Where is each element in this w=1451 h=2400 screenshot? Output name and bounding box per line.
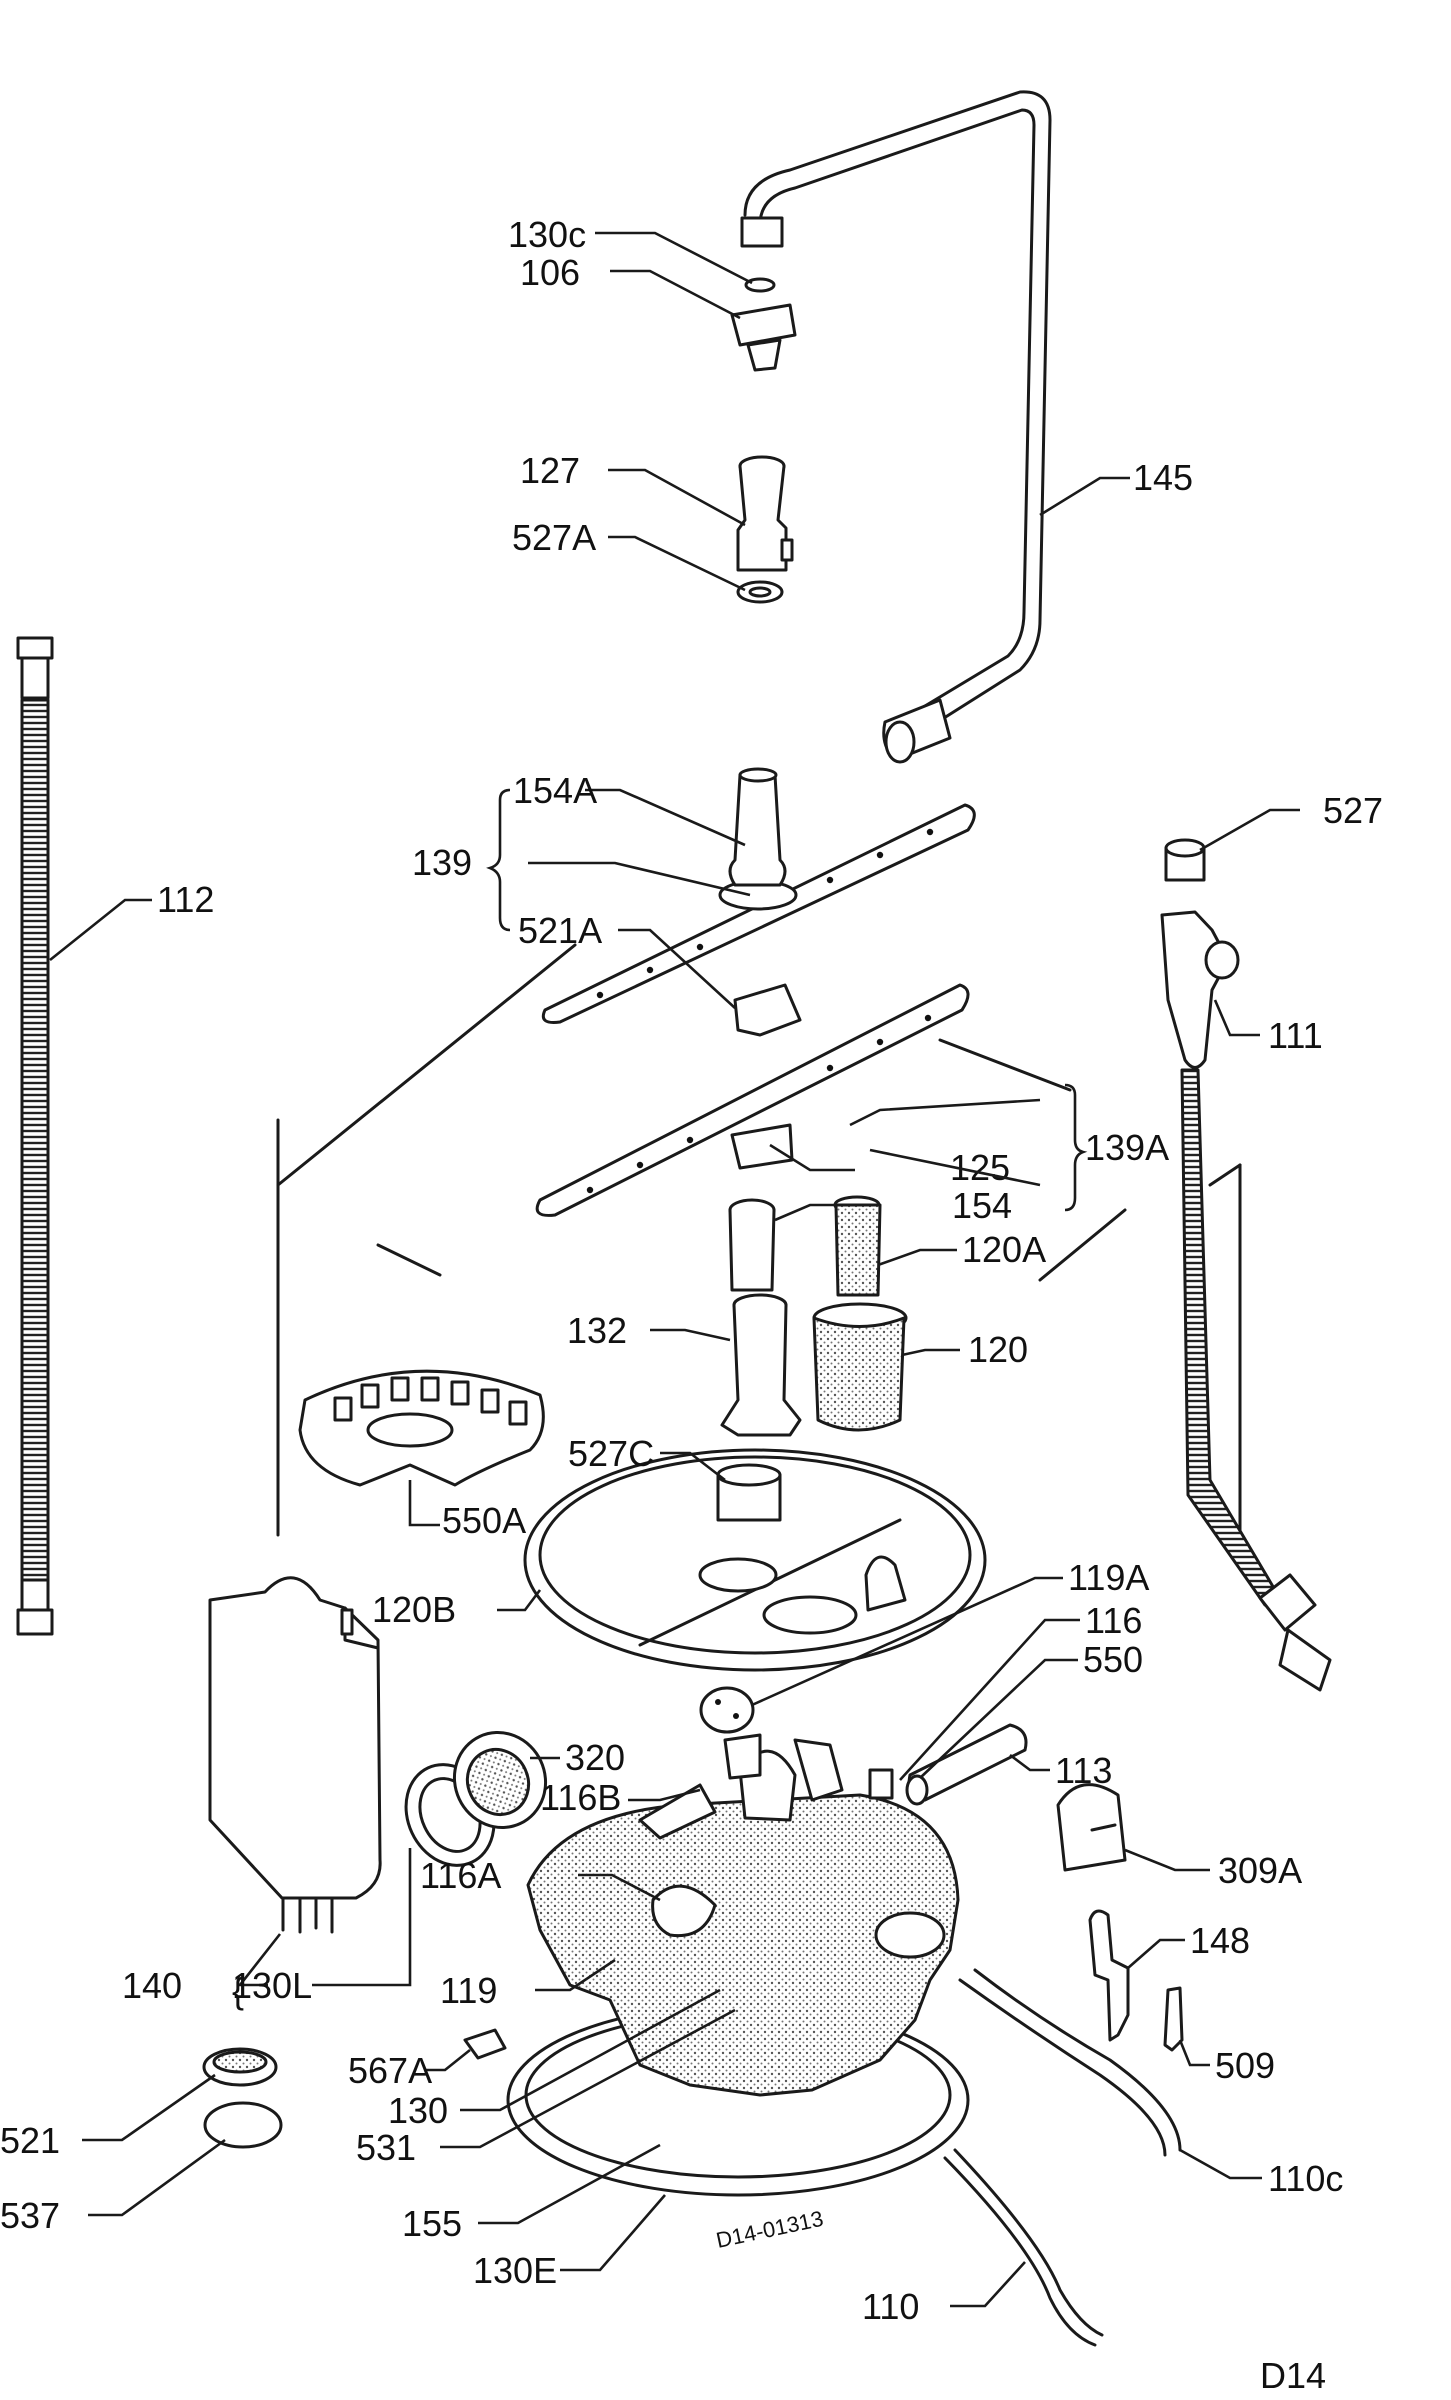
label-130l: 130L [232, 1965, 312, 2006]
label-106: 106 [520, 252, 580, 293]
part-140-container [208, 1576, 382, 1934]
label-130c: 130c [508, 214, 586, 255]
diagram-code: D14 [1260, 2355, 1326, 2396]
label-148: 148 [1190, 1920, 1250, 1961]
part-148-509-clips [1088, 1909, 1184, 2052]
part-111-hose [1160, 838, 1332, 1692]
label-320: 320 [565, 1737, 625, 1778]
label-111: 111 [1268, 1015, 1323, 1056]
upper-supply-pipe [740, 90, 1052, 764]
part-120b-filter-plate [523, 1448, 987, 1672]
part-139-upper-spray-arm [541, 767, 976, 1037]
label-119: 119 [440, 1970, 497, 2011]
label-120: 120 [968, 1329, 1028, 1370]
label-139a: 139A [1085, 1127, 1169, 1168]
central-column-parts [720, 1123, 908, 1437]
label-567a: 567A [348, 2050, 432, 2091]
label-531: 531 [356, 2127, 416, 2168]
label-154a: 154A [513, 770, 597, 811]
diagram-stamp: D14-01313 [714, 2206, 826, 2253]
label-527: 527 [1323, 790, 1383, 831]
label-brace: { [232, 1970, 244, 2011]
label-521: 521 [0, 2120, 60, 2161]
label-527a: 527A [512, 517, 596, 558]
label-116b: 116B [540, 1777, 621, 1818]
part-labels: 130c 106 127 527A 145 112 154A 139 521A … [0, 214, 1383, 2396]
label-113: 113 [1055, 1750, 1112, 1791]
label-139: 139 [412, 842, 472, 883]
label-112: 112 [157, 879, 214, 920]
part-139a-lower-spray-arm [535, 983, 970, 1217]
small-discs [202, 2028, 507, 2149]
part-320-filter-cap [404, 1731, 548, 1867]
label-140: 140 [122, 1965, 182, 2006]
sump-base [506, 1733, 970, 2197]
label-154: 154 [952, 1185, 1012, 1226]
label-527c: 527C [568, 1433, 654, 1474]
label-127: 127 [520, 450, 580, 491]
part-550a-plate [298, 1369, 545, 1487]
label-110: 110 [862, 2286, 919, 2327]
label-309a: 309A [1218, 1850, 1302, 1891]
label-120a: 120A [962, 1229, 1046, 1270]
label-155: 155 [402, 2203, 462, 2244]
small-fittings [699, 1686, 1127, 1872]
label-550a: 550A [442, 1500, 526, 1541]
cabinet-outline [276, 943, 1242, 1537]
label-130e: 130E [473, 2250, 557, 2291]
label-521a: 521A [518, 910, 602, 951]
part-106-nut [730, 277, 797, 372]
label-550: 550 [1083, 1639, 1143, 1680]
part-112-hose [16, 636, 54, 1636]
label-509: 509 [1215, 2045, 1275, 2086]
leader-lines [49, 231, 1300, 2308]
label-116a: 116A [420, 1855, 501, 1896]
label-120b: 120B [372, 1589, 456, 1630]
label-132: 132 [567, 1310, 627, 1351]
group-braces [486, 788, 1088, 1212]
label-116: 116 [1085, 1600, 1142, 1641]
label-110c: 110c [1268, 2158, 1343, 2199]
label-537: 537 [0, 2195, 60, 2236]
label-145: 145 [1133, 457, 1193, 498]
part-127-sleeve [736, 455, 794, 604]
label-119a: 119A [1068, 1557, 1149, 1598]
drain-hoses [943, 1968, 1182, 2347]
label-130: 130 [388, 2090, 448, 2131]
